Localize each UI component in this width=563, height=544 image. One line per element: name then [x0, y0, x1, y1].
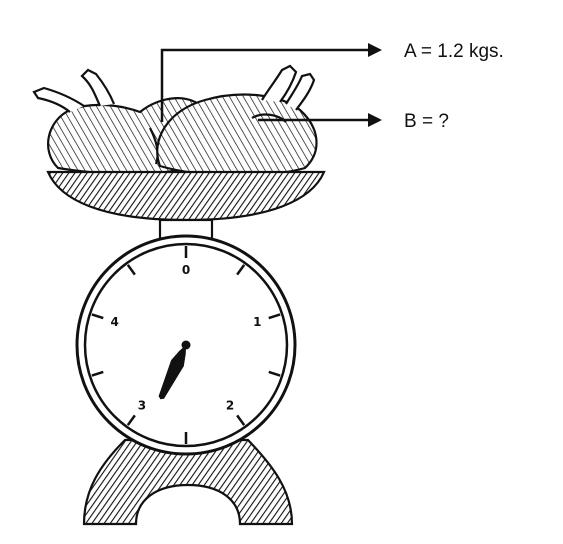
dial-numeral: 0 — [182, 263, 190, 277]
dial-numeral: 2 — [226, 399, 234, 413]
dial-tick — [236, 414, 246, 426]
dial-tick — [126, 264, 136, 276]
arrow-b — [258, 113, 382, 127]
scale-pan — [46, 170, 326, 222]
dial-hub — [181, 340, 191, 350]
dial-numerals: 0 1 2 3 4 — [110, 263, 261, 413]
dial-tick — [268, 313, 281, 320]
dial-tick — [236, 264, 246, 276]
scale-base — [82, 438, 294, 526]
dial-needle — [158, 345, 186, 400]
dial-tick — [126, 414, 136, 426]
dial-ticks — [91, 246, 281, 444]
label-b: B = ? — [404, 111, 449, 132]
dial-numeral: 4 — [110, 315, 118, 329]
scale-dial: 0 1 2 3 4 — [75, 234, 297, 456]
arrow-a — [160, 43, 382, 122]
label-a: A = 1.2 kgs. — [404, 41, 504, 62]
dial-tick — [91, 313, 104, 320]
dial-numeral: 3 — [138, 399, 146, 413]
dial-pointer — [158, 345, 186, 400]
dial-tick — [268, 370, 281, 377]
dial-tick — [91, 370, 104, 377]
dial-numeral: 1 — [253, 315, 261, 329]
